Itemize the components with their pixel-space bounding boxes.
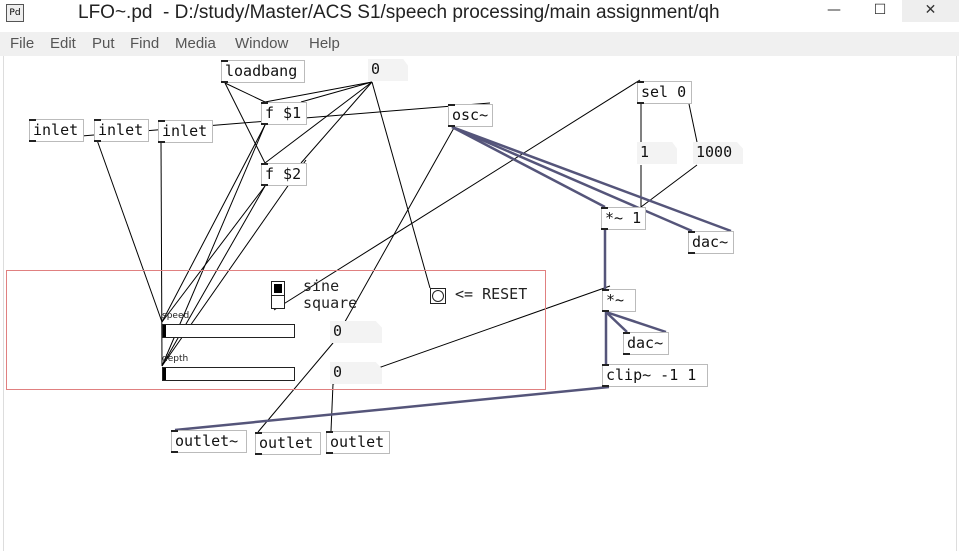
menu-edit[interactable]: Edit bbox=[50, 35, 76, 52]
window-title: LFO~.pd - D:/study/Master/ACS S1/speech … bbox=[78, 2, 720, 23]
waveform-comment: sine square bbox=[303, 277, 358, 312]
minimize-icon[interactable]: — bbox=[827, 2, 841, 18]
f2-object[interactable]: f $2 bbox=[261, 163, 307, 186]
close-icon[interactable]: ✕ bbox=[902, 0, 959, 22]
menu-file[interactable]: File bbox=[10, 35, 35, 52]
radio-selected-cell bbox=[274, 284, 282, 293]
inlet-1-object[interactable]: inlet bbox=[29, 119, 84, 142]
bang-circle bbox=[432, 290, 444, 302]
inlet-2-object[interactable]: inlet bbox=[94, 119, 149, 142]
depth-slider-knob bbox=[163, 368, 166, 380]
depth-slider[interactable] bbox=[162, 367, 295, 381]
sel-object[interactable]: sel 0 bbox=[637, 81, 692, 104]
top-number-box[interactable]: 0 bbox=[368, 59, 408, 81]
depth-label: depth bbox=[162, 354, 189, 364]
speed-slider[interactable] bbox=[162, 324, 295, 338]
outlet-1-object[interactable]: outlet bbox=[255, 432, 321, 455]
message-one[interactable]: 1 bbox=[637, 142, 677, 164]
menu-put[interactable]: Put bbox=[92, 35, 115, 52]
inlet-3-object[interactable]: inlet bbox=[158, 120, 213, 143]
clip-object[interactable]: clip~ -1 1 bbox=[602, 364, 708, 387]
dac-1-object[interactable]: dac~ bbox=[688, 231, 734, 254]
multiply-2-object[interactable]: *~ bbox=[602, 289, 636, 312]
outlet-signal-object[interactable]: outlet~ bbox=[171, 430, 247, 453]
outlet-2-object[interactable]: outlet bbox=[326, 431, 390, 454]
maximize-icon[interactable]: ☐ bbox=[873, 2, 887, 18]
menu-help[interactable]: Help bbox=[309, 35, 340, 52]
speed-number-box[interactable]: 0 bbox=[330, 321, 382, 343]
osc-object[interactable]: osc~ bbox=[448, 104, 493, 127]
loadbang-object[interactable]: loadbang bbox=[221, 60, 305, 83]
pd-app-icon: Pd bbox=[6, 4, 24, 22]
menu-media[interactable]: Media bbox=[175, 35, 216, 52]
dac-2-object[interactable]: dac~ bbox=[623, 332, 669, 355]
speed-label: speed bbox=[162, 311, 190, 321]
menu-bar: File Edit Put Find Media Window Help bbox=[0, 32, 959, 56]
message-thousand[interactable]: 1000 bbox=[693, 142, 743, 164]
speed-slider-knob bbox=[163, 325, 166, 337]
depth-number-box[interactable]: 0 bbox=[330, 362, 382, 384]
title-bar: Pd LFO~.pd - D:/study/Master/ACS S1/spee… bbox=[0, 0, 959, 32]
menu-find[interactable]: Find bbox=[130, 35, 160, 52]
radio-divider bbox=[272, 295, 284, 296]
f1-object[interactable]: f $1 bbox=[261, 102, 307, 125]
reset-comment: <= RESET bbox=[455, 285, 528, 303]
menu-window[interactable]: Window bbox=[235, 35, 289, 52]
waveform-radio[interactable] bbox=[271, 281, 285, 309]
multiply-1-object[interactable]: *~ 1 bbox=[601, 207, 646, 230]
reset-bang[interactable] bbox=[430, 288, 446, 304]
gop-frame bbox=[6, 270, 546, 390]
